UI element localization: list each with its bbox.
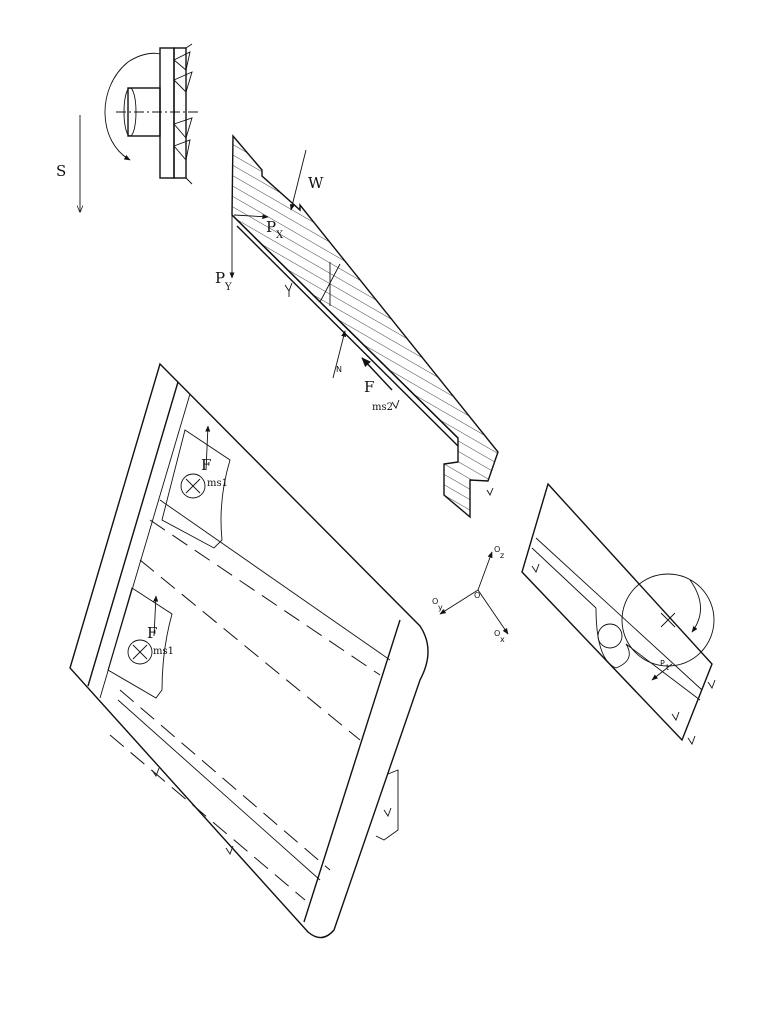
right-side-view xyxy=(521,482,716,745)
axis-y-label: O xyxy=(432,597,438,606)
milling-cutter xyxy=(104,43,200,185)
fms2-label: F xyxy=(364,378,374,396)
wear-arrow xyxy=(289,149,307,211)
fms1-lower-arrow xyxy=(153,595,159,637)
px-arrow xyxy=(233,214,269,220)
feed-label: S xyxy=(56,162,66,180)
fms2-arrow xyxy=(361,357,393,391)
normal-label: N xyxy=(336,365,342,374)
axis-z-label: O xyxy=(494,545,500,554)
fms1-upper-symbol xyxy=(180,473,206,499)
axis-origin-label: O xyxy=(474,591,480,600)
fms1-upper-label: F xyxy=(201,456,211,474)
fms1-lower-label: F xyxy=(147,624,157,642)
fms1-lower-cross xyxy=(132,644,148,660)
fms2-subscript: ms2 xyxy=(372,402,393,413)
coordinate-axes xyxy=(439,551,509,635)
pt-subscript: t xyxy=(666,663,669,672)
fms1-upper-subscript: ms1 xyxy=(207,478,228,489)
fms1-upper-arrow xyxy=(205,425,211,471)
axis-x-subscript: x xyxy=(500,635,505,644)
wear-label: W xyxy=(308,174,324,192)
fms1-lower-subscript: ms1 xyxy=(153,646,174,657)
axis-z-subscript: z xyxy=(500,551,504,560)
px-subscript: X xyxy=(276,230,284,241)
lower-plate xyxy=(69,362,429,939)
normal-arrow xyxy=(332,330,347,379)
py-label: P xyxy=(215,269,225,287)
py-subscript: Y xyxy=(224,282,232,293)
fms1-upper-cross xyxy=(185,478,201,494)
axis-x-label: O xyxy=(494,629,500,638)
px-label: P xyxy=(266,218,276,236)
fms1-lower-symbol xyxy=(127,639,153,665)
axis-y-subscript: y xyxy=(438,603,443,612)
pt-label: P xyxy=(660,659,665,668)
upper-workpiece-section xyxy=(231,134,499,519)
